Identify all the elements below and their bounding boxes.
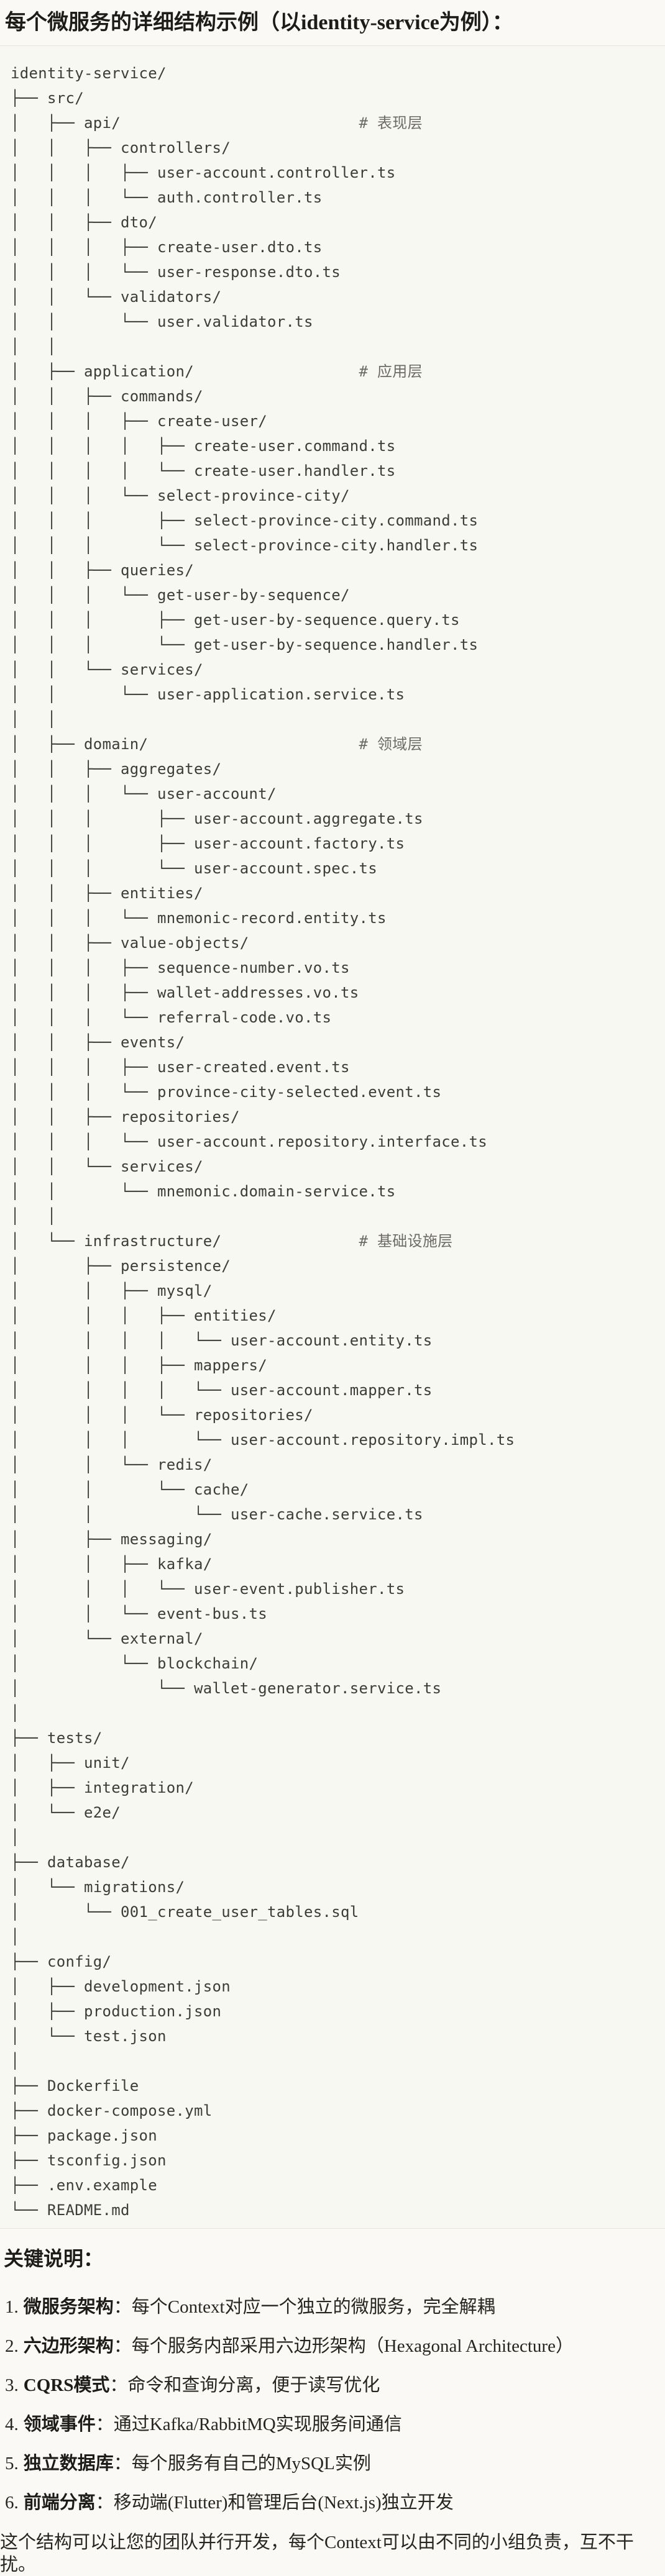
note-item: 2.六边形架构：每个服务内部采用六边形架构（Hexagonal Architec… [5, 2335, 665, 2357]
note-term: 独立数据库 [23, 2454, 114, 2474]
note-number: 1. [5, 2297, 19, 2317]
note-item: 6.前端分离：移动端(Flutter)和管理后台(Next.js)独立开发 [5, 2492, 665, 2514]
note-number: 5. [5, 2454, 19, 2474]
note-item: 1.微服务架构：每个Context对应一个独立的微服务，完全解耦 [5, 2296, 665, 2318]
page-title: 每个微服务的详细结构示例（以identity-service为例）： [5, 11, 513, 34]
note-number: 3. [5, 2375, 19, 2395]
note-desc: ：移动端(Flutter)和管理后台(Next.js)独立开发 [95, 2493, 454, 2513]
note-term: 前端分离 [23, 2493, 96, 2513]
note-desc: ：每个Context对应一个独立的微服务，完全解耦 [113, 2297, 495, 2317]
closing-note: 这个结构可以让您的团队并行开发，每个Context可以由不同的小组负责，互不干扰… [0, 2533, 634, 2575]
directory-tree: identity-service/ ├── src/ │ ├── api/ # … [0, 45, 665, 2229]
notes-list: 1.微服务架构：每个Context对应一个独立的微服务，完全解耦 2.六边形架构… [0, 2296, 665, 2514]
note-term: CQRS模式 [23, 2375, 110, 2395]
note-item: 4.领域事件：通过Kafka/RabbitMQ实现服务间通信 [5, 2413, 665, 2436]
notes-heading: 关键说明： [4, 2247, 104, 2270]
note-term: 微服务架构 [23, 2297, 114, 2317]
note-desc: ：命令和查询分离，便于读写优化 [109, 2375, 380, 2395]
note-desc: ：每个服务有自己的MySQL实例 [113, 2454, 371, 2474]
note-term: 六边形架构 [23, 2336, 114, 2356]
note-desc: ：通过Kafka/RabbitMQ实现服务间通信 [95, 2414, 402, 2434]
note-desc: ：每个服务内部采用六边形架构（Hexagonal Architecture） [113, 2336, 574, 2356]
note-item: 5.独立数据库：每个服务有自己的MySQL实例 [5, 2452, 665, 2475]
note-term: 领域事件 [23, 2414, 96, 2434]
note-number: 6. [5, 2493, 19, 2513]
note-number: 4. [5, 2414, 19, 2434]
note-number: 2. [5, 2336, 19, 2356]
note-item: 3.CQRS模式：命令和查询分离，便于读写优化 [5, 2374, 665, 2396]
